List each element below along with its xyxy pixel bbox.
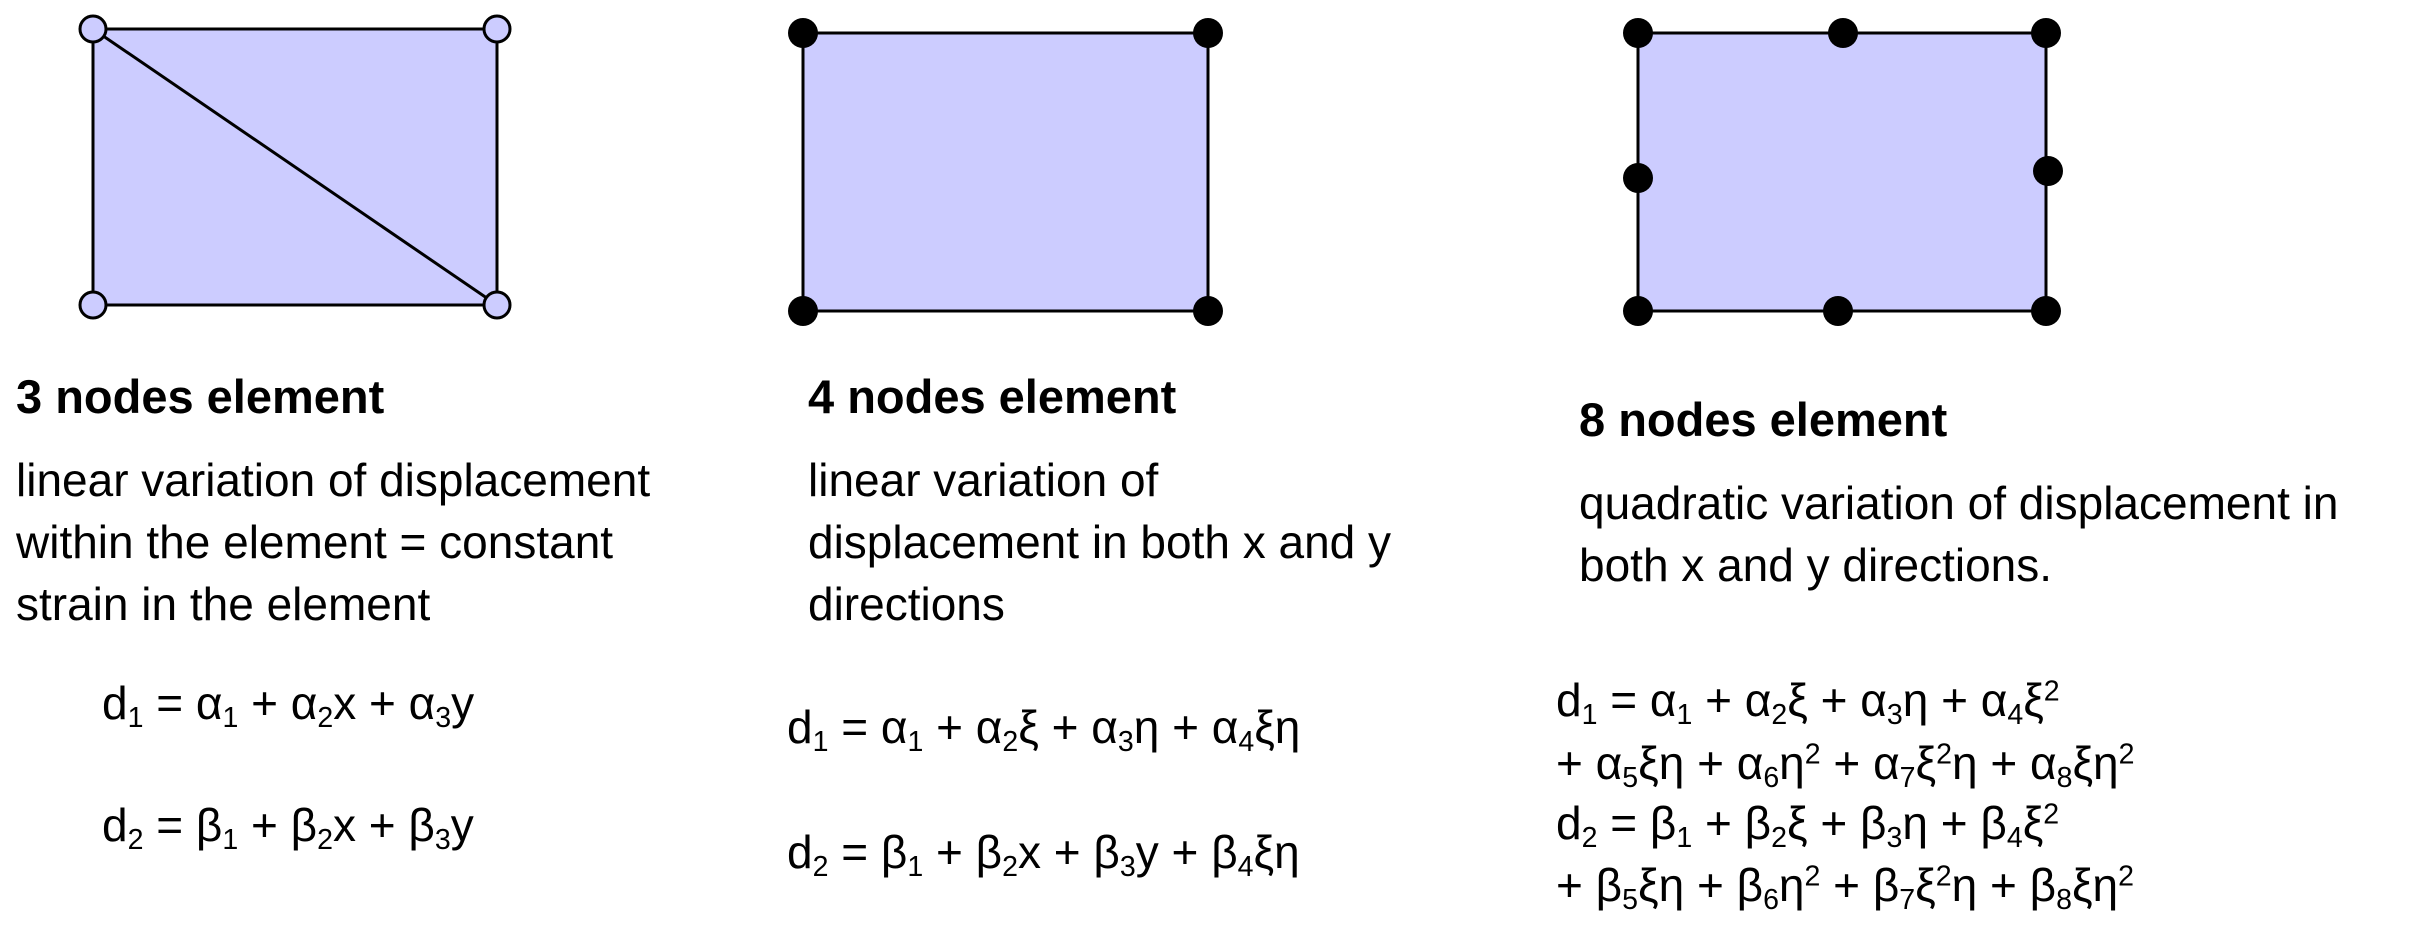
- equation: + β5ξη + β6η2 + β7ξ2η + β8ξη2: [1556, 859, 2134, 916]
- node-open: [78, 290, 108, 320]
- superscript: 2: [2118, 860, 2134, 893]
- subscript: 2: [1771, 698, 1788, 731]
- subscript: 1: [1581, 698, 1598, 731]
- eight-node-element-shape: [1623, 18, 2063, 326]
- subscript: 1: [907, 725, 924, 758]
- subscript: 8: [2056, 761, 2073, 794]
- equation: d2 = β1 + β2ξ + β3η + β4ξ2: [1556, 797, 2060, 854]
- subscript: 3: [434, 823, 451, 856]
- equation: + α5ξη + α6η2 + α7ξ2η + α8ξη2: [1556, 737, 2135, 794]
- element-description: quadratic variation of displacement in b…: [1579, 472, 2338, 596]
- description-line: linear variation of: [808, 454, 1159, 506]
- node-solid: [1623, 163, 1653, 193]
- superscript: 2: [2043, 675, 2060, 708]
- subscript: 1: [907, 850, 924, 883]
- subscript: 1: [1676, 821, 1693, 854]
- equation: d2 = β1 + β2x + β3y + β4ξη: [787, 826, 1300, 883]
- node-solid: [1623, 18, 1653, 48]
- subscript: 8: [2056, 883, 2072, 916]
- node-solid: [1623, 296, 1653, 326]
- three-node-element-shape: [78, 14, 512, 320]
- node-open: [78, 14, 108, 44]
- node-solid: [2031, 18, 2061, 48]
- superscript: 2: [1804, 738, 1821, 771]
- subscript: 2: [127, 823, 144, 856]
- description-line: strain in the element: [16, 578, 431, 630]
- subscript: 2: [317, 823, 333, 856]
- subscript: 3: [1886, 698, 1903, 731]
- subscript: 5: [1622, 883, 1638, 916]
- subscript: 2: [812, 850, 829, 883]
- subscript: 7: [1899, 761, 1916, 794]
- subscript: 1: [1676, 698, 1693, 731]
- subscript: 7: [1899, 883, 1916, 916]
- element-title: 4 nodes element: [808, 370, 1177, 423]
- superscript: 2: [2043, 798, 2060, 831]
- node-open: [482, 290, 512, 320]
- subscript: 3: [435, 701, 452, 734]
- subscript: 1: [812, 725, 829, 758]
- element-diagonal: [92, 27, 498, 307]
- subscript: 2: [1002, 850, 1018, 883]
- four-node-element-shape: [788, 18, 1223, 326]
- subscript: 3: [1119, 850, 1136, 883]
- subscript: 1: [127, 701, 144, 734]
- description-line: directions: [808, 578, 1005, 630]
- element-title: 8 nodes element: [1579, 393, 1948, 446]
- element-description: linear variation of displacement within …: [16, 449, 650, 635]
- node-solid: [1193, 18, 1223, 48]
- subscript: 1: [222, 701, 239, 734]
- superscript: 2: [1936, 738, 1952, 771]
- node-solid: [788, 296, 818, 326]
- equation: d1 = α1 + α2ξ + α3η + α4ξ2: [1556, 674, 2060, 731]
- element-title: 3 nodes element: [16, 370, 385, 423]
- subscript: 2: [1771, 821, 1787, 854]
- subscript: 5: [1622, 761, 1639, 794]
- superscript: 2: [1935, 860, 1952, 893]
- superscript: 2: [2118, 738, 2135, 771]
- subscript: 2: [1002, 725, 1019, 758]
- subscript: 6: [1763, 761, 1780, 794]
- subscript: 6: [1763, 883, 1779, 916]
- element-body: [1636, 31, 2048, 313]
- subscript: 2: [317, 701, 334, 734]
- subscript: 4: [1237, 850, 1254, 883]
- description-line: linear variation of displacement: [16, 454, 651, 506]
- description-line: within the element = constant: [16, 516, 614, 568]
- node-solid: [2033, 156, 2063, 186]
- subscript: 4: [1238, 725, 1255, 758]
- node-solid: [2031, 296, 2061, 326]
- node-solid: [1828, 18, 1858, 48]
- node-open: [482, 14, 512, 44]
- description-line: displacement in both x and y: [808, 516, 1392, 568]
- element-body: [801, 31, 1210, 313]
- equation: d1 = α1 + α2x + α3y: [102, 677, 475, 734]
- subscript: 4: [2007, 698, 2024, 731]
- description-line: quadratic variation of displacement in: [1579, 477, 2339, 529]
- equation: d2 = β1 + β2x + β3y: [102, 799, 474, 856]
- subscript: 4: [2006, 821, 2023, 854]
- element-description: linear variation of displacement in both…: [808, 449, 1391, 635]
- node-solid: [788, 18, 818, 48]
- equation: d1 = α1 + α2ξ + α3η + α4ξη: [787, 701, 1301, 758]
- subscript: 3: [1886, 821, 1903, 854]
- superscript: 2: [1804, 860, 1821, 893]
- subscript: 1: [222, 823, 239, 856]
- node-solid: [1823, 296, 1853, 326]
- subscript: 3: [1117, 725, 1134, 758]
- node-solid: [1193, 296, 1223, 326]
- subscript: 2: [1581, 821, 1598, 854]
- description-line: both x and y directions.: [1579, 539, 2053, 591]
